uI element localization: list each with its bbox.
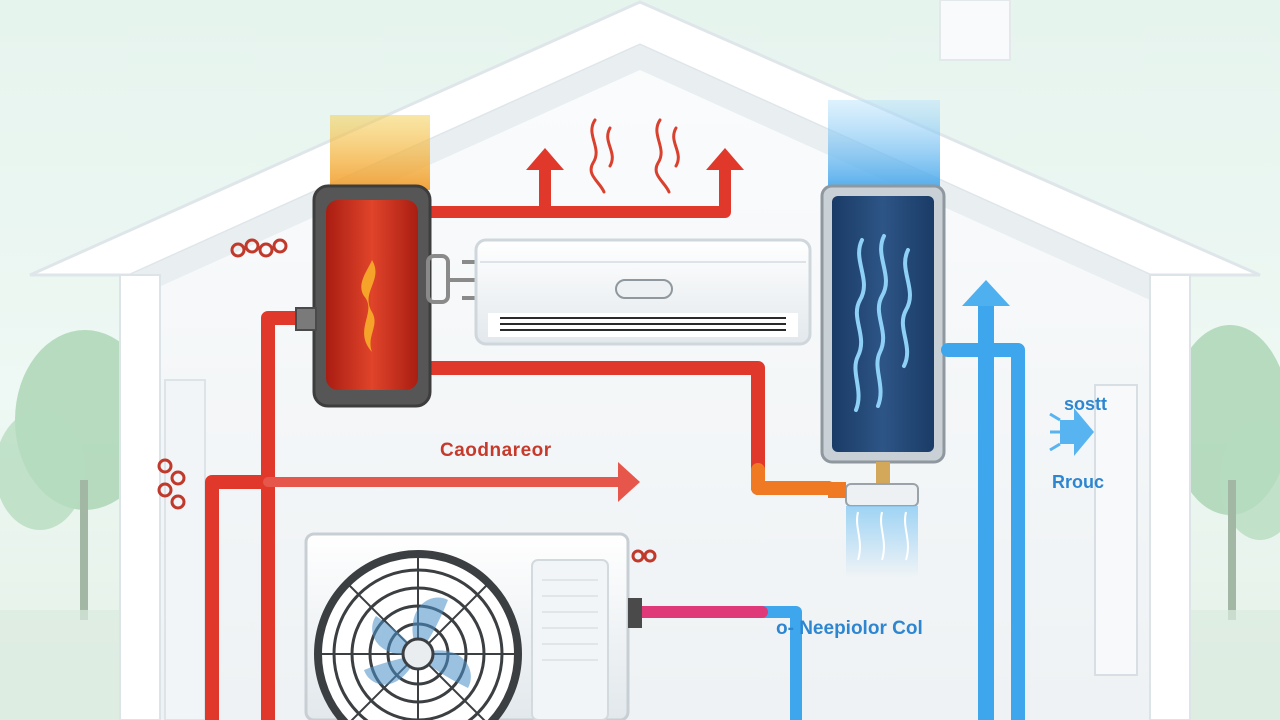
airflow-label-top: sostt [1064, 394, 1108, 414]
cold-arrow-up [962, 280, 1010, 306]
airflow-label-bottom: Rrouc [1052, 472, 1105, 492]
condenser-label: Caodnareor [440, 440, 552, 461]
fan-icon [314, 550, 522, 720]
hot-arrow-up-right [706, 148, 744, 170]
hot-arrow-up-left [526, 148, 564, 170]
condenser-tank [295, 184, 432, 408]
flame-icon [361, 260, 376, 352]
evaporator-coil-label: o- Neepiolor Col [776, 618, 923, 639]
indoor-ac-unit [474, 238, 812, 346]
evaporator-coil [820, 184, 946, 484]
heat-waves-icon [589, 118, 680, 194]
expansion-valve [828, 482, 919, 578]
outdoor-condenser-unit [304, 532, 642, 720]
cold-refrigerant-lines [630, 292, 1025, 720]
heat-glow [330, 115, 430, 190]
airflow-arrow-icon [1049, 408, 1094, 456]
hot-arrow-right [618, 462, 640, 502]
coil-ornament-icon [157, 238, 657, 563]
cold-waves-icon [853, 234, 912, 412]
hot-refrigerant-lines [205, 159, 835, 720]
cold-glow [828, 100, 940, 190]
